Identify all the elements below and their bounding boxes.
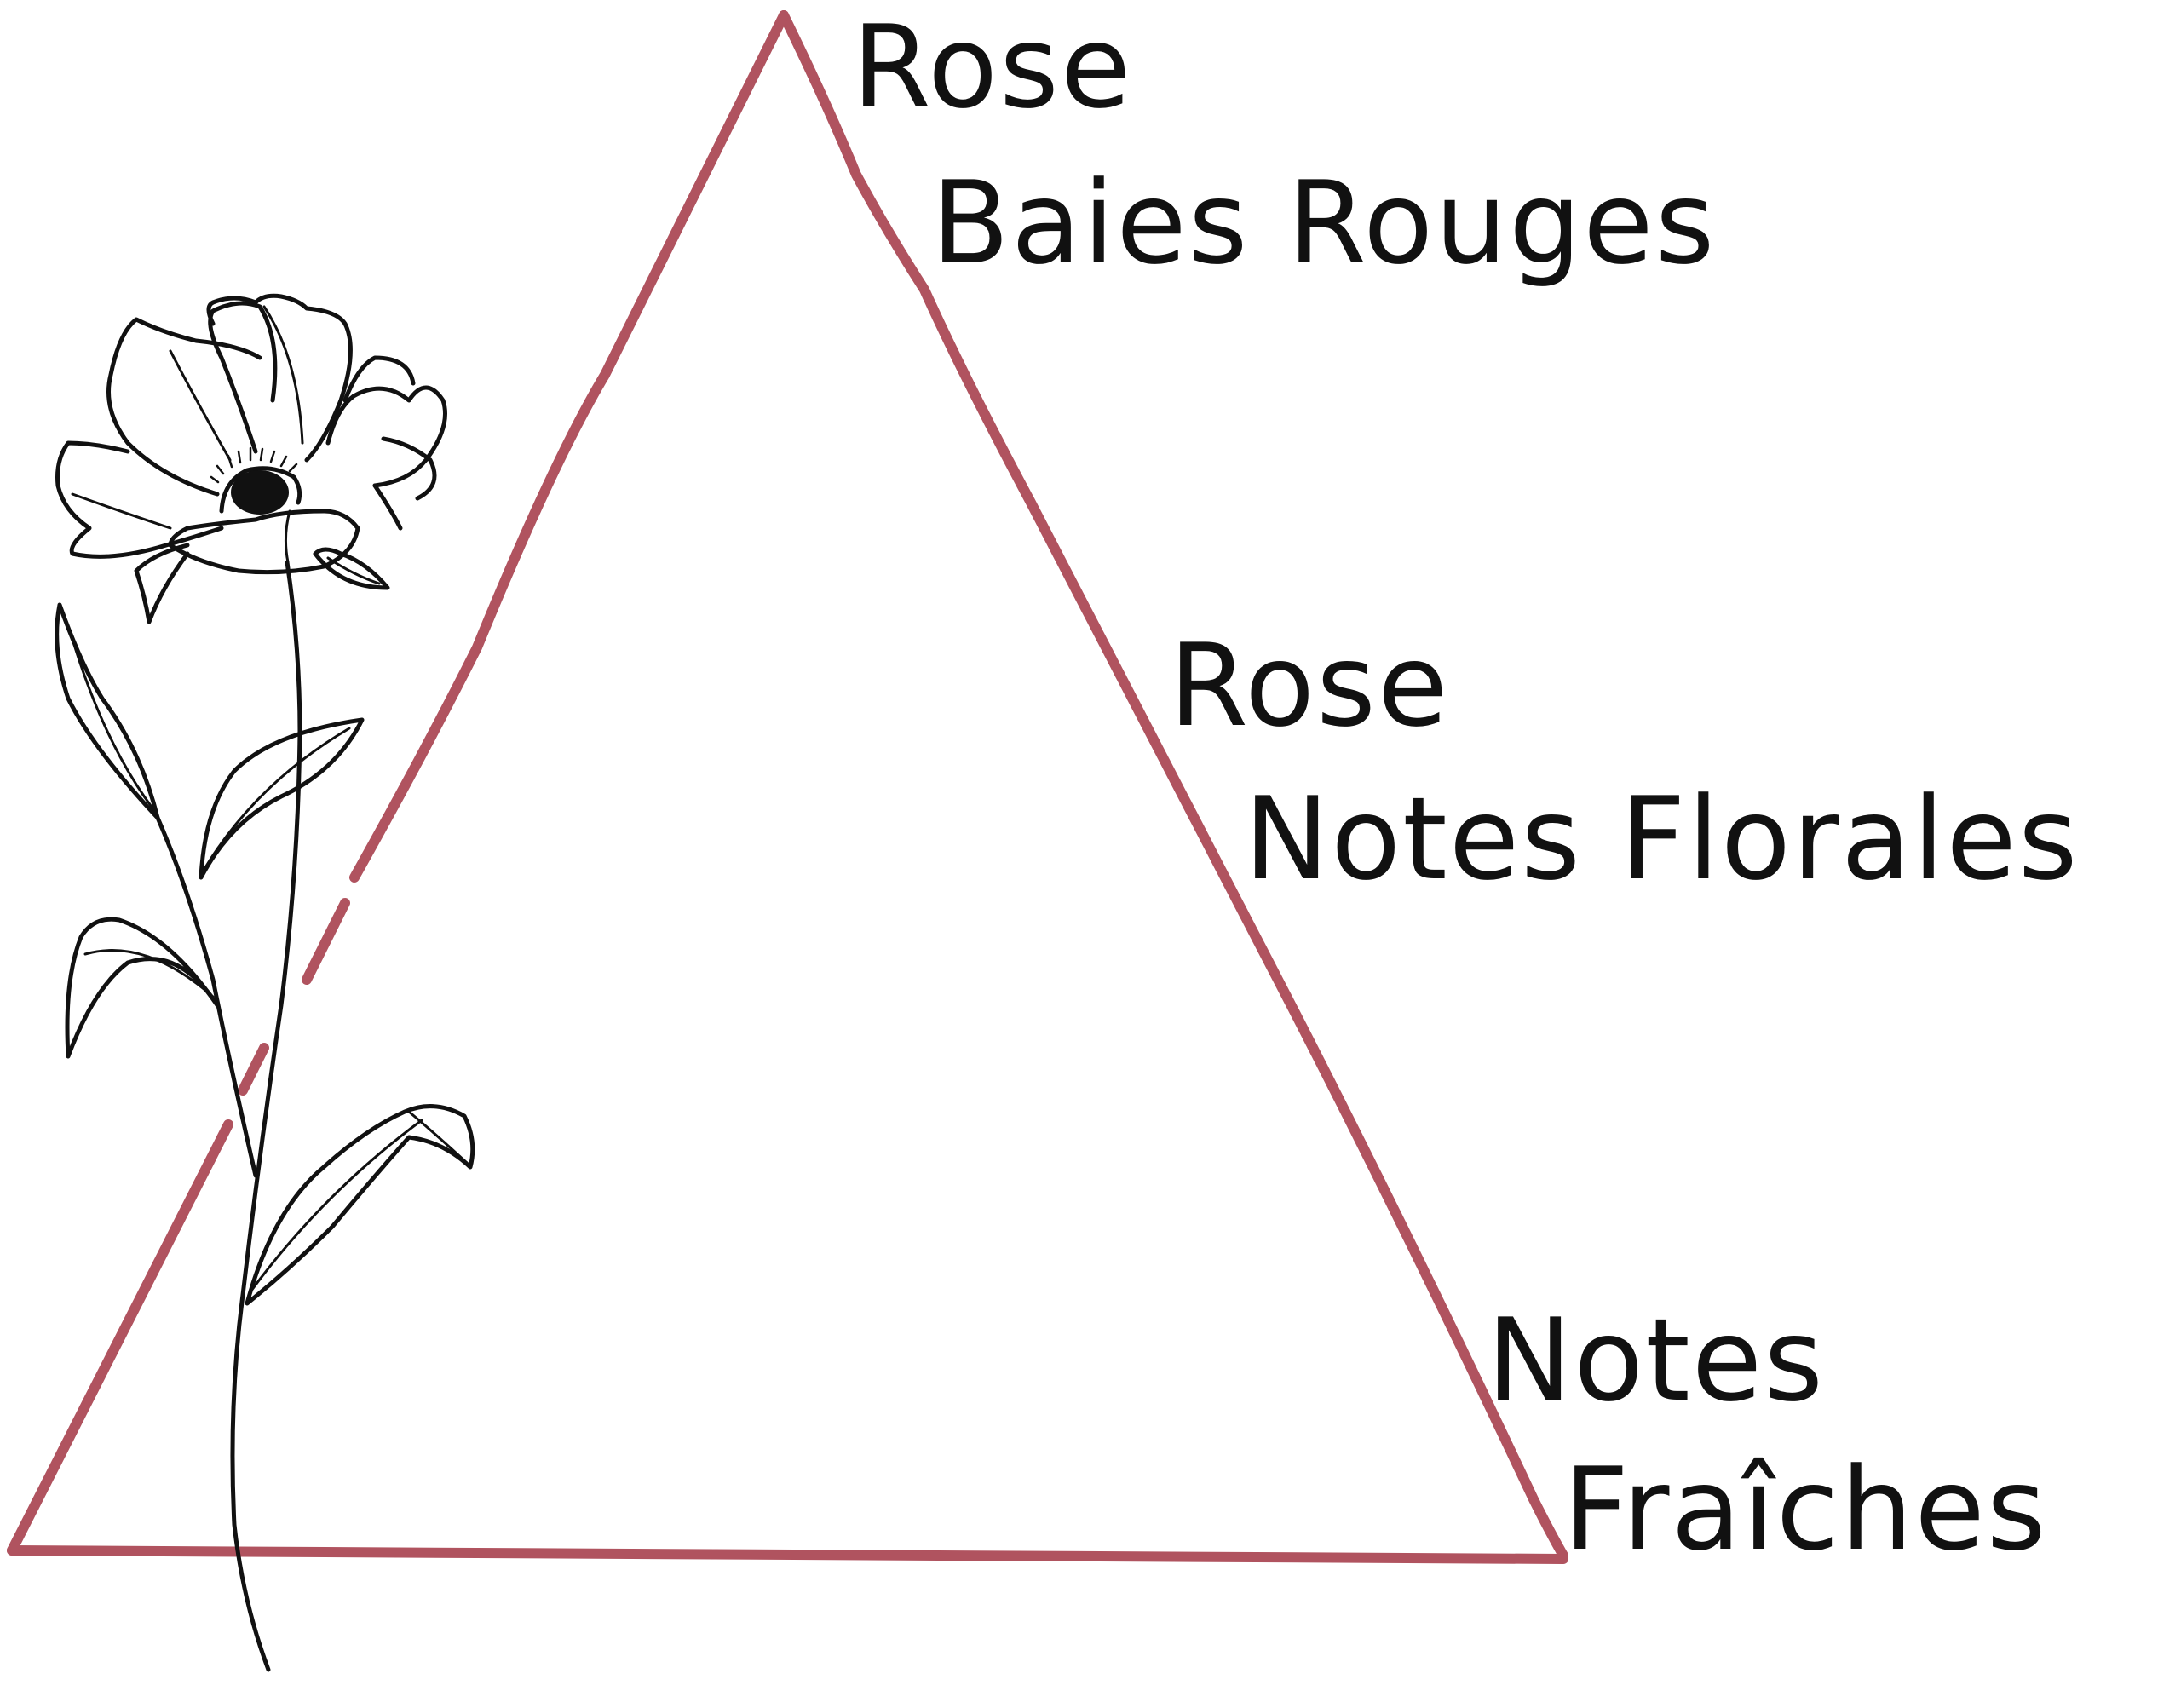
leaf-lower-right xyxy=(245,1104,475,1306)
flower-side-branch xyxy=(155,815,258,1178)
leaf-mid-right xyxy=(199,717,365,880)
flower-stamens xyxy=(206,446,298,494)
leaf-upper-left xyxy=(55,602,160,820)
pyramid-triangle xyxy=(7,10,1568,1564)
base-notes-line-1: Notes xyxy=(1487,1294,1826,1427)
flower-center xyxy=(231,470,289,515)
middle-notes-line-1: Rose xyxy=(1169,619,1450,752)
petal-top-middle xyxy=(206,293,353,463)
base-notes-line-2: Fraîches xyxy=(1563,1443,2048,1576)
sepal-right xyxy=(313,547,390,590)
pyramid-left-edge-dash-2 xyxy=(238,1043,269,1096)
sepal-left xyxy=(134,543,190,624)
flower-drawing-icon xyxy=(55,293,475,1672)
petal-back-left xyxy=(106,317,262,497)
top-notes-line-1: Rose xyxy=(852,1,1133,134)
middle-notes-line-2: Notes Florales xyxy=(1244,773,2080,906)
petal-right xyxy=(325,385,447,488)
pyramid-left-edge-dash-1 xyxy=(302,898,350,985)
pyramid-base xyxy=(7,1545,1568,1564)
flower-center-ring xyxy=(219,466,302,514)
pyramid-left-edge-upper xyxy=(349,10,789,883)
petal-top-left xyxy=(208,301,278,454)
pyramid-left-edge-lower xyxy=(7,1119,233,1556)
pyramid-right-edge xyxy=(779,10,1568,1561)
top-notes-line-2: Baies Rouges xyxy=(931,157,1717,290)
petal-front xyxy=(168,509,360,575)
leaf-lower-left xyxy=(65,917,220,1059)
flower-stem xyxy=(230,560,302,1672)
petal-far-left xyxy=(55,440,224,559)
